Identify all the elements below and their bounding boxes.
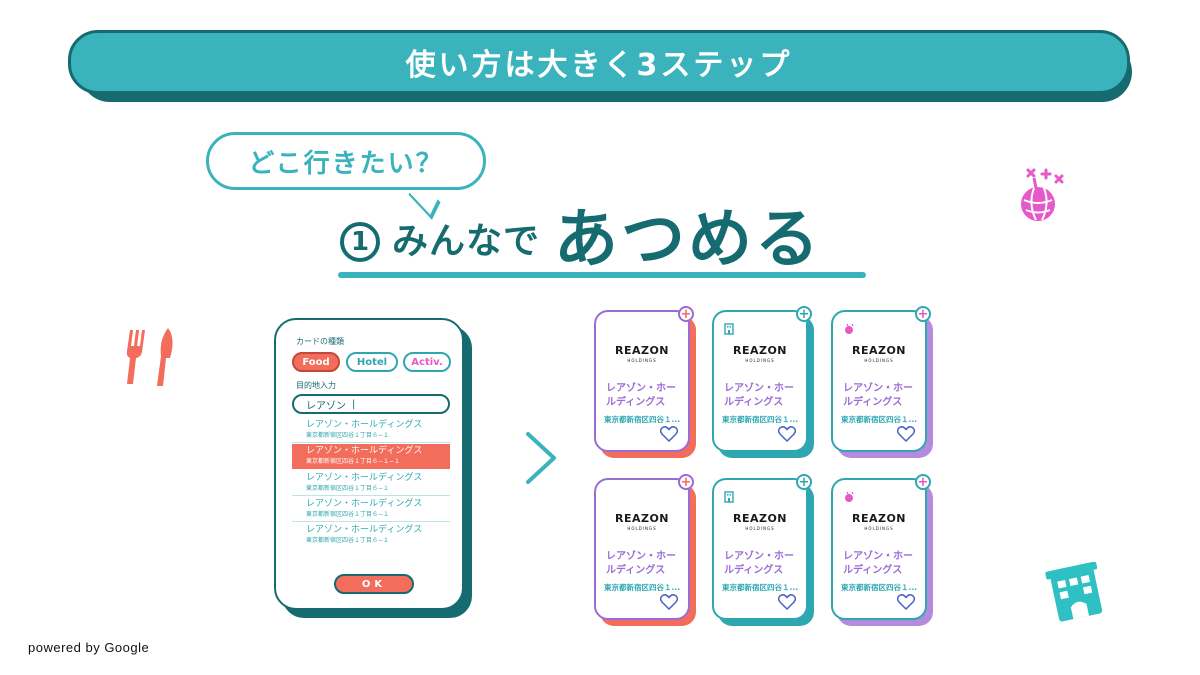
disco-ball-icon: [845, 491, 854, 502]
card-category-icon: [724, 488, 734, 507]
card-logo-sub: HOLDINGS: [745, 358, 775, 363]
suggestion-name: レアゾン・ホールディングス: [306, 499, 423, 509]
add-icon[interactable]: +: [678, 306, 694, 322]
suggestion-item[interactable]: レアゾン・ホールディングス 東京都新宿区四谷１丁目６−１: [292, 418, 450, 443]
card-address: 東京都新宿区四谷１...: [841, 415, 918, 424]
card-name: レアゾン・ホールディングス: [606, 383, 676, 408]
chip-activity[interactable]: Activ.: [403, 352, 451, 372]
heart-icon[interactable]: [778, 594, 796, 610]
card-logo: REAZON: [732, 344, 788, 357]
card-category-icon: [843, 320, 855, 339]
heart-icon[interactable]: [778, 426, 796, 442]
step-number-badge: 1: [340, 222, 380, 262]
step-title: 1 みんなで あつめる: [340, 190, 822, 272]
card-address: 東京都新宿区四谷１...: [604, 583, 681, 592]
card-name: レアゾン・ホールディングス: [843, 383, 913, 408]
card-logo-sub: HOLDINGS: [864, 526, 894, 531]
card-category-icon: [843, 488, 855, 507]
card-logo-sub: HOLDINGS: [864, 358, 894, 363]
suggestion-item-selected[interactable]: レアゾン・ホールディングス 東京都新宿区四谷１丁目６−１−１: [292, 444, 450, 469]
chevron-right-icon: [526, 432, 556, 484]
disco-ball-icon: [845, 323, 854, 334]
add-icon[interactable]: +: [678, 474, 694, 490]
card-address: 東京都新宿区四谷１...: [722, 583, 799, 592]
card-logo: REAZON: [732, 512, 788, 525]
card-address: 東京都新宿区四谷１...: [841, 583, 918, 592]
step-title-underline: [338, 272, 866, 278]
add-icon[interactable]: +: [915, 474, 931, 490]
card-logo: REAZON: [851, 344, 907, 357]
speech-bubble: どこ行きたい？: [206, 132, 486, 190]
suggestion-name: レアゾン・ホールディングス: [306, 420, 423, 430]
fork-knife-icon: [126, 328, 173, 386]
disco-ball-icon: [1021, 168, 1064, 221]
card-logo-sub: HOLDINGS: [745, 526, 775, 531]
suggestion-name: レアゾン・ホールディングス: [306, 446, 423, 456]
suggestion-name: レアゾン・ホールディングス: [306, 525, 423, 535]
step-main-title: あつめる: [554, 203, 823, 277]
card-address: 東京都新宿区四谷１...: [722, 415, 799, 424]
card-logo: REAZON: [851, 512, 907, 525]
card-name: レアゾン・ホールディングス: [724, 383, 794, 408]
destination-input-value: レアゾン: [306, 400, 346, 412]
destination-label: 目的地入力: [296, 381, 336, 390]
suggestion-address: 東京都新宿区四谷１丁目６−１: [306, 485, 390, 492]
suggestion-item[interactable]: レアゾン・ホールディングス 東京都新宿区四谷１丁目６−１: [292, 523, 450, 548]
speech-bubble-text: どこ行きたい？: [248, 148, 444, 179]
card-name: レアゾン・ホールディングス: [724, 551, 794, 576]
card-name: レアゾン・ホールディングス: [843, 551, 913, 576]
add-card-form: カードの種類 Food Hotel Activ. 目的地入力 レアゾン | レア…: [274, 318, 464, 610]
suggestion-item[interactable]: レアゾン・ホールディングス 東京都新宿区四谷１丁目６−１: [292, 471, 450, 496]
card-address: 東京都新宿区四谷１...: [604, 415, 681, 424]
suggestion-address: 東京都新宿区四谷１丁目６−１: [306, 511, 390, 518]
add-icon[interactable]: +: [796, 306, 812, 322]
suggestion-item[interactable]: レアゾン・ホールディングス 東京都新宿区四谷１丁目６−１: [292, 497, 450, 522]
hotel-icon: [724, 323, 734, 335]
chip-food[interactable]: Food: [292, 352, 340, 372]
heart-icon[interactable]: [660, 594, 678, 610]
card-logo-sub: HOLDINGS: [627, 526, 657, 531]
heart-icon[interactable]: [660, 426, 678, 442]
card-type-label: カードの種類: [296, 337, 344, 346]
heart-icon[interactable]: [897, 594, 915, 610]
destination-input[interactable]: レアゾン |: [292, 394, 450, 414]
ok-button[interactable]: OK: [334, 574, 414, 594]
suggestion-address: 東京都新宿区四谷１丁目６−１−１: [306, 458, 401, 465]
card-logo-sub: HOLDINGS: [627, 358, 657, 363]
card-logo: REAZON: [614, 344, 670, 357]
chip-hotel[interactable]: Hotel: [346, 352, 398, 372]
suggestion-address: 東京都新宿区四谷１丁目６−１: [306, 537, 390, 544]
step-subtitle: みんなで: [392, 221, 541, 262]
powered-by-google: powered by Google: [28, 640, 150, 655]
card-logo: REAZON: [614, 512, 670, 525]
suggestion-name: レアゾン・ホールディングス: [306, 473, 423, 483]
hotel-icon: [724, 491, 734, 503]
text-cursor: |: [352, 398, 356, 410]
page-title: 使い方は大きく3ステップ: [405, 48, 793, 83]
add-icon[interactable]: +: [796, 474, 812, 490]
page-title-banner: 使い方は大きく3ステップ: [68, 30, 1130, 94]
add-icon[interactable]: +: [915, 306, 931, 322]
hotel-building-icon: [1045, 562, 1103, 622]
card-name: レアゾン・ホールディングス: [606, 551, 676, 576]
heart-icon[interactable]: [897, 426, 915, 442]
card-category-icon: [724, 320, 734, 339]
suggestion-address: 東京都新宿区四谷１丁目６−１: [306, 432, 390, 439]
